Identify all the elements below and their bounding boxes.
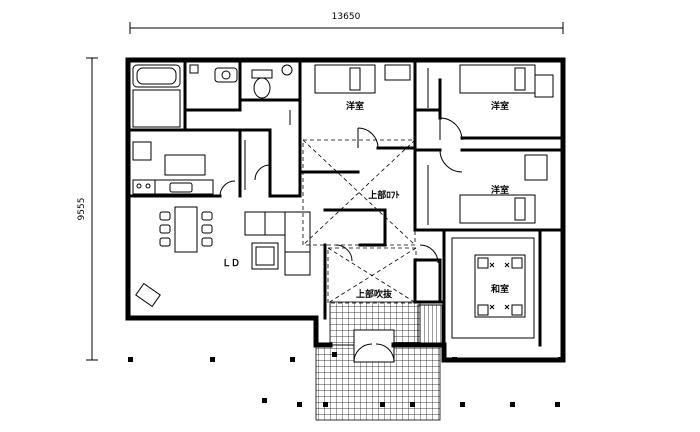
height-dimension: 9555 — [77, 198, 87, 221]
closets — [244, 68, 429, 225]
windows — [125, 80, 566, 363]
loft-outline — [302, 139, 417, 304]
width-dimension: 13650 — [332, 12, 361, 22]
bedroom-2-label: 洋室 — [491, 100, 509, 112]
japanese-room-label: 和室 — [490, 283, 509, 295]
dimension-lines — [86, 22, 564, 361]
japanese-room-furniture — [451, 237, 535, 339]
kitchen-fixtures — [132, 141, 214, 195]
bedroom-3-label: 洋室 — [491, 184, 509, 196]
porch-clear — [353, 329, 395, 363]
bathroom-fixtures — [132, 64, 293, 128]
dining-set — [159, 206, 213, 253]
door-swings — [219, 117, 463, 363]
sofa-set — [135, 211, 311, 308]
storage-hatch — [417, 304, 443, 346]
bedroom-1-label: 洋室 — [346, 100, 364, 112]
interior-walls — [126, 58, 565, 347]
bedroom-furniture — [314, 64, 554, 224]
column-markers — [128, 352, 563, 407]
loft-label: 上部ﾛﾌﾄ — [368, 189, 400, 201]
living-dining-label: ＬＤ — [222, 258, 240, 269]
atrium-label: 上部吹抜 — [356, 288, 393, 300]
